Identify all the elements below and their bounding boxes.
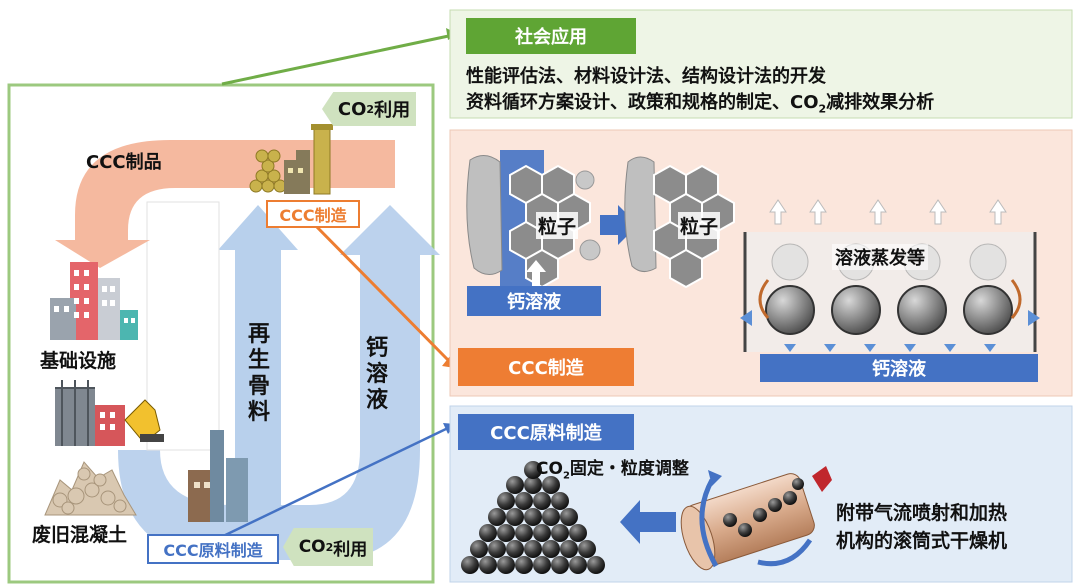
ccc-mfg-tag: CCC制造 xyxy=(458,348,634,386)
calcium-solution-left-label: 钙溶液 xyxy=(507,292,561,313)
co2-fix-label: CO2固定・粒度调整 xyxy=(536,459,689,482)
recycled-aggregate-label: 再 生 骨 料 xyxy=(247,322,270,425)
particle-label-2: 粒子 xyxy=(678,212,721,239)
pile-arrow xyxy=(620,500,676,544)
social-line-1: 性能评估法、材料设计法、结构设计法的开发 xyxy=(466,66,826,87)
rough-particle-right xyxy=(624,156,657,272)
ccc-products-label: CCC制品 xyxy=(86,152,162,173)
dryer-label-2: 机构的滚筒式干燥机 xyxy=(836,530,1008,552)
social-tag: 社会应用 xyxy=(466,18,636,54)
cycle-panel-border xyxy=(7,83,435,584)
ccc-mfg-small-label: CCC制造 xyxy=(266,200,360,228)
social-line-2: 资料循环方案设计、政策和规格的制定、CO2减排效果分析 xyxy=(466,92,935,116)
demolition-icon xyxy=(55,380,164,446)
ball-pile xyxy=(461,461,605,574)
rubble-icon xyxy=(44,461,137,516)
factory-bottom-icon xyxy=(188,430,248,522)
core-column xyxy=(146,201,220,451)
dryer-label-1: 附带气流喷射和加热 xyxy=(836,502,1008,524)
recycled-aggregate-arrow xyxy=(218,205,298,510)
particle-label-1: 粒子 xyxy=(536,212,579,239)
rotary-drum xyxy=(680,466,832,571)
connector-to-ccc-mfg xyxy=(310,220,450,362)
connector-to-social xyxy=(221,32,459,86)
factory-top-icon xyxy=(249,124,333,195)
calcium-bar-left xyxy=(467,286,601,316)
infrastructure-icon xyxy=(50,262,138,340)
evaporation-label: 溶液蒸发等 xyxy=(832,244,928,270)
raw-tag: CCC原料制造 xyxy=(458,414,634,450)
calcium-solution-right-label: 钙溶液 xyxy=(872,359,926,380)
connector-to-raw xyxy=(214,426,449,542)
rough-particle-left xyxy=(466,155,503,275)
waste-concrete-label: 废旧混凝土 xyxy=(32,524,128,546)
calcium-bar-right xyxy=(760,354,1038,382)
infrastructure-label: 基础设施 xyxy=(40,350,117,372)
ccc-raw-small-label: CCC原料制造 xyxy=(147,534,279,564)
calcium-solution-vertical-label: 钙 溶 液 xyxy=(365,336,388,413)
process-arrow xyxy=(600,205,638,245)
up-arrow-left xyxy=(526,260,546,288)
